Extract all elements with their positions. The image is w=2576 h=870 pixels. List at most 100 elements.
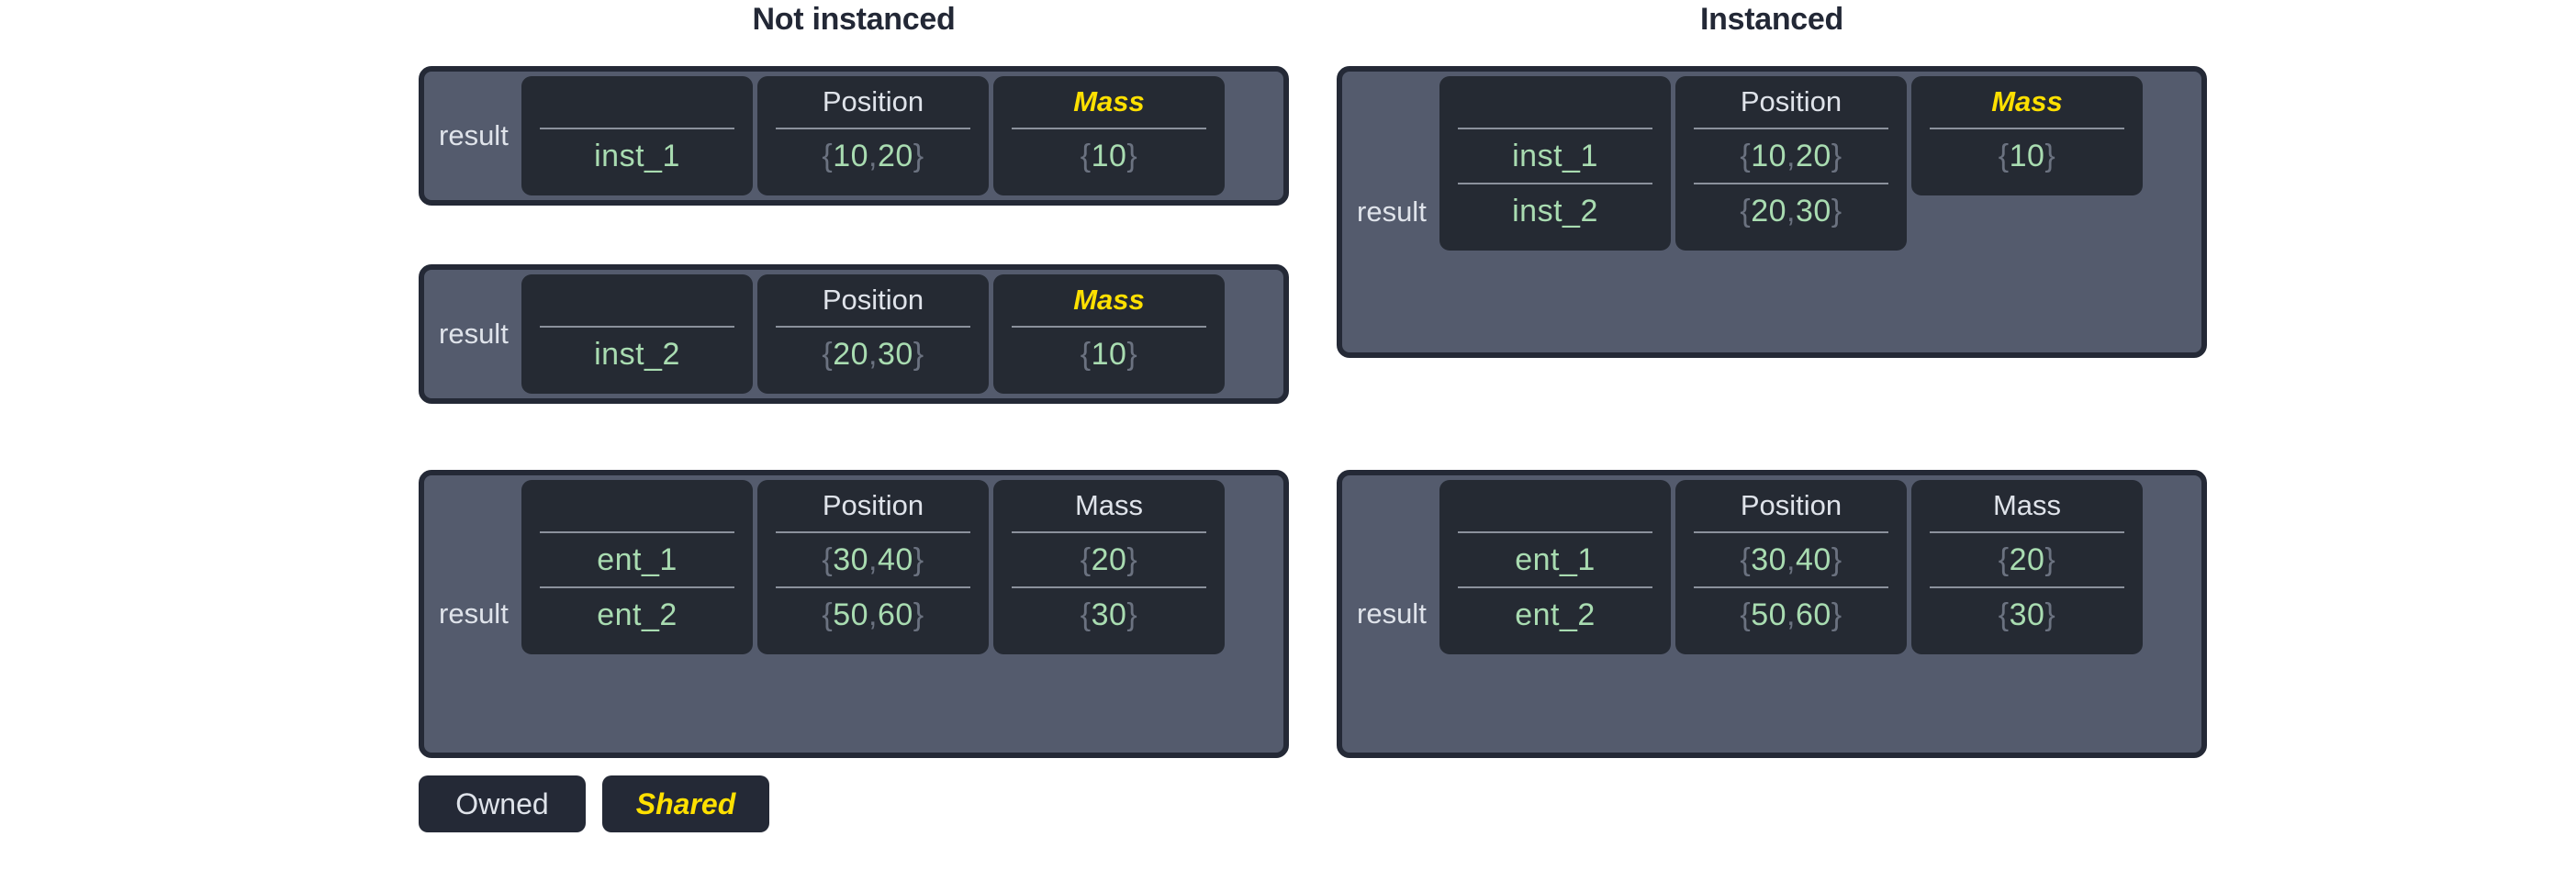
column-spacer <box>538 381 736 394</box>
cell-name: ent_2 <box>1515 597 1596 632</box>
cell-position: {10, 20} <box>822 138 924 173</box>
column-spacer <box>1928 183 2126 195</box>
component-column-position: Position {10, 20} <box>757 76 989 195</box>
column-header-mass: Mass <box>1074 489 1144 521</box>
column-spacer <box>538 641 736 654</box>
column-spacer <box>1010 183 1208 195</box>
column-header-mass: Mass <box>1991 85 2063 117</box>
cell-mass: {30} <box>1080 597 1138 632</box>
component-column-position: Position{20, 30} <box>757 274 989 394</box>
result-card: result inst_2 Position{20, 30} Mass {10} <box>419 264 1289 404</box>
component-column-position: Position{30, 40}{50, 60} <box>1675 480 1907 654</box>
component-column-name: inst_1 <box>521 76 753 195</box>
cell-mass: {10} <box>1080 336 1138 372</box>
row-divider <box>1694 531 1888 533</box>
cell-mass: {20} <box>1080 541 1138 577</box>
component-column-mass: Mass {10} <box>993 76 1225 195</box>
cell-name: inst_1 <box>594 138 680 173</box>
row-divider <box>776 531 970 533</box>
column-header-position: Position <box>1740 85 1842 117</box>
result-label: result <box>1357 597 1427 630</box>
row-divider <box>1012 531 1206 533</box>
cell-position: {20, 30} <box>822 336 924 372</box>
column-spacer <box>1010 641 1208 654</box>
row-divider <box>1930 128 2124 129</box>
row-divider <box>1012 326 1206 328</box>
row-divider <box>1694 183 1888 184</box>
cell-position: {50, 60} <box>822 597 924 632</box>
column-spacer <box>1692 238 1890 251</box>
cell-position: {10, 20} <box>1740 138 1842 173</box>
column-spacer <box>538 183 736 195</box>
component-column-mass: Mass {20} {30} <box>1911 480 2143 654</box>
row-divider <box>1694 128 1888 129</box>
component-column-position: Position {30, 40} {50, 60} <box>757 480 989 654</box>
row-divider <box>540 586 734 588</box>
cell-mass: {10} <box>1080 138 1138 173</box>
column-header-mass: Mass <box>1073 284 1145 316</box>
column-spacer <box>774 183 972 195</box>
component-column-name: ent_1 ent_2 <box>1439 480 1671 654</box>
column-header-position: Position <box>822 85 924 117</box>
column-spacer <box>1010 381 1208 394</box>
result-label: result <box>439 119 509 151</box>
result-card: result inst_1 inst_2 Position {10, 20} {20, … <box>1337 66 2207 358</box>
column-header-name <box>538 76 736 128</box>
cell-name: ent_1 <box>1515 541 1596 577</box>
row-divider <box>1458 183 1652 184</box>
cell-mass: {30} <box>1998 597 2056 632</box>
component-columns: ent_1 ent_2 Position{30, 40}{50, 60} Mass {2… <box>1439 475 2201 753</box>
component-column-mass: Mass {20} {30} <box>993 480 1225 654</box>
component-columns: inst_1 Position {10, 20} Mass {10} <box>521 72 1283 200</box>
row-divider <box>540 128 734 129</box>
cell-name: ent_1 <box>597 541 678 577</box>
cell-position: {50, 60} <box>1740 597 1842 632</box>
column-header-mass: Mass <box>1992 489 2062 521</box>
legend-chip-shared: Shared <box>602 775 769 832</box>
result-card: result ent_1 ent_2 Position{30, 40}{50, 60… <box>1337 470 2207 758</box>
component-column-name: inst_2 <box>521 274 753 394</box>
row-divider <box>1930 586 2124 588</box>
column-spacer <box>774 381 972 394</box>
column-header-name <box>538 274 736 326</box>
panel-title-instanced: Instanced <box>1699 2 1843 37</box>
row-divider <box>1930 531 2124 533</box>
cell-name: inst_2 <box>594 336 680 372</box>
column-header-name <box>1456 76 1654 128</box>
column-spacer <box>1692 641 1890 654</box>
row-divider <box>1012 128 1206 129</box>
result-label: result <box>1357 195 1427 228</box>
result-label: result <box>439 318 509 350</box>
cell-name: inst_2 <box>1512 193 1598 229</box>
row-divider <box>1458 586 1652 588</box>
result-card: result inst_1 Position {10, 20} Mass {10} <box>419 66 1289 206</box>
cell-position: {30, 40} <box>822 541 924 577</box>
legend: Owned Shared <box>419 775 769 832</box>
cell-mass: {20} <box>1998 541 2056 577</box>
row-divider <box>776 326 970 328</box>
column-spacer <box>1456 238 1654 251</box>
cell-position: {20, 30} <box>1740 193 1842 229</box>
legend-chip-owned: Owned <box>419 775 586 832</box>
column-header-position: Position <box>822 489 924 521</box>
panel-title-not-instanced: Not instanced <box>752 2 956 37</box>
row-divider <box>540 531 734 533</box>
row-divider <box>540 326 734 328</box>
row-divider <box>776 128 970 129</box>
component-column-mass: Mass {10} <box>1911 76 2143 195</box>
row-divider <box>1694 586 1888 588</box>
row-divider <box>776 586 970 588</box>
cell-name: inst_1 <box>1512 138 1598 173</box>
column-header-name <box>1456 480 1654 531</box>
row-divider <box>1458 531 1652 533</box>
column-header-mass: Mass <box>1073 85 1145 117</box>
result-label: result <box>439 597 509 630</box>
row-divider <box>1012 586 1206 588</box>
column-spacer <box>1928 641 2126 654</box>
component-columns: inst_2 Position{20, 30} Mass {10} <box>521 270 1283 398</box>
cell-mass: {10} <box>1998 138 2056 173</box>
